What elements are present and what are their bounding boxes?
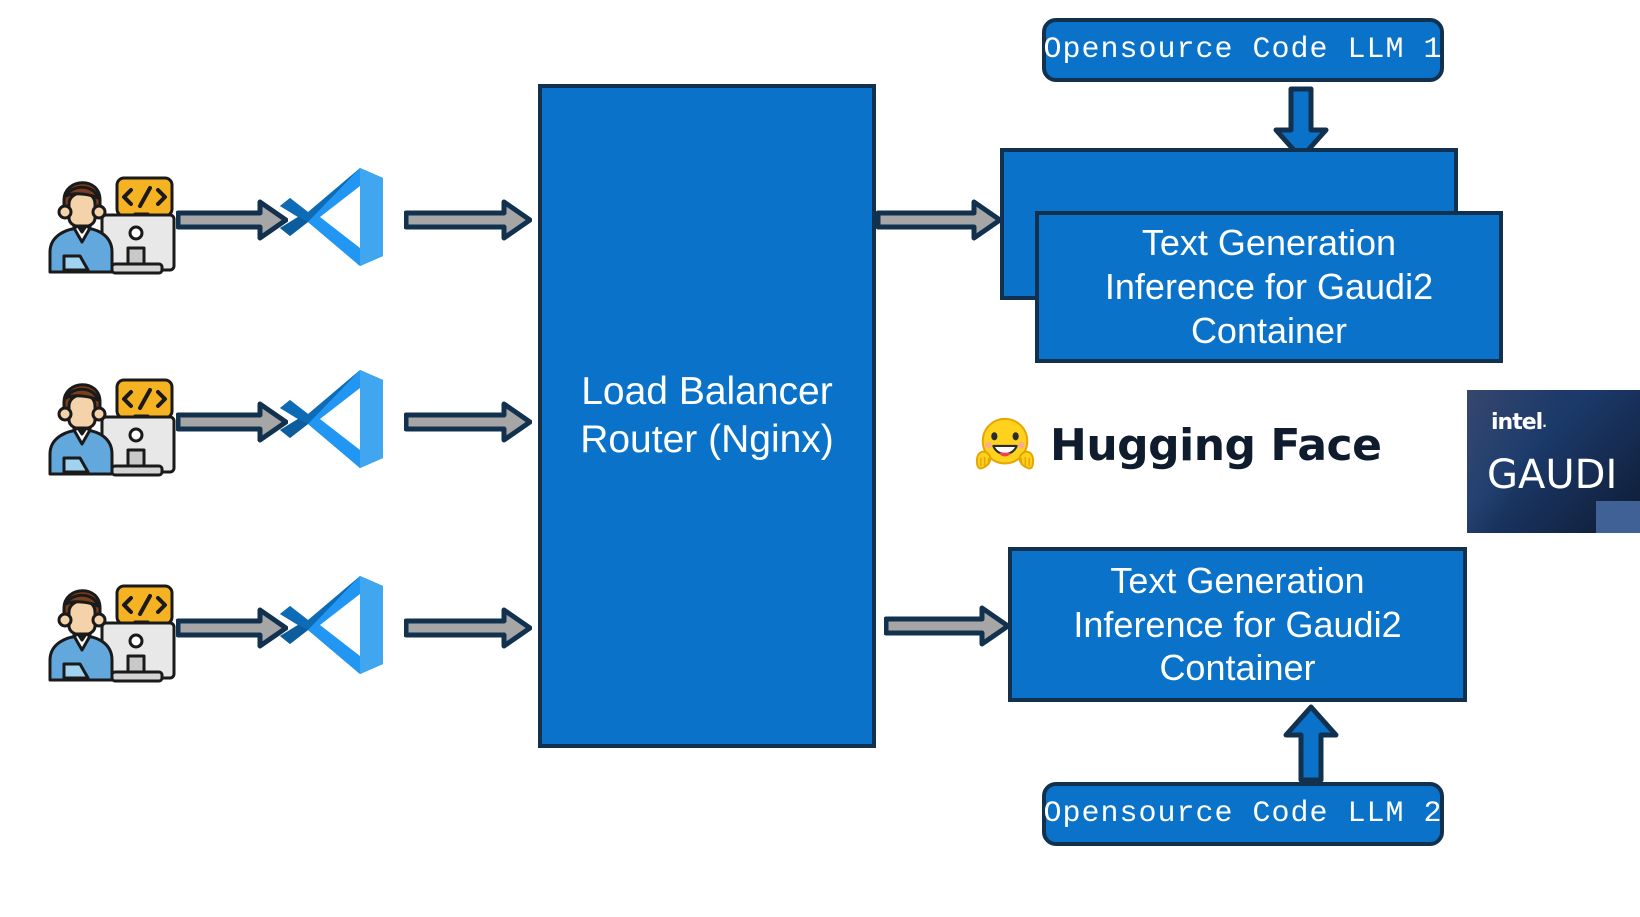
tgi-top-box[interactable]: Text Generation Inference for Gaudi2 Con… [1035, 211, 1503, 363]
arrow-editor2-to-balancer [404, 401, 532, 443]
arrow-dev1-to-editor [176, 199, 288, 241]
hugging-face-logo: Hugging Face [974, 414, 1382, 476]
intel-logo: intel. [1491, 410, 1547, 435]
vscode-icon-2 [278, 366, 388, 477]
developer-icon-2 [42, 362, 178, 485]
developer-icon-3 [42, 568, 178, 691]
intel-gaudi-badge: intel. GAUDI [1467, 390, 1640, 533]
arrow-editor3-to-balancer [404, 607, 532, 649]
arrow-balancer-to-tgi-bottom [884, 605, 1010, 647]
gaudi-label: GAUDI [1487, 452, 1618, 498]
arrow-dev3-to-editor [176, 607, 288, 649]
intel-label: intel [1491, 410, 1543, 435]
load-balancer-box[interactable]: Load Balancer Router (Nginx) [538, 84, 876, 748]
tgi-top-line2: Inference for Gaudi2 [1104, 266, 1434, 308]
hugging-face-emoji-icon [975, 417, 1035, 470]
hugging-face-label: Hugging Face [1050, 419, 1382, 471]
load-balancer-line2: Router (Nginx) [580, 418, 834, 461]
tgi-bottom-line3: Container [1159, 647, 1316, 689]
vscode-icon-3 [278, 572, 388, 683]
tgi-top-line3: Container [1190, 309, 1348, 351]
opensource-llm-1-box[interactable]: Opensource Code LLM 1 [1042, 18, 1444, 82]
opensource-llm-2-box[interactable]: Opensource Code LLM 2 [1042, 782, 1444, 846]
tgi-bottom-line2: Inference for Gaudi2 [1073, 603, 1402, 645]
tgi-bottom-box[interactable]: Text Generation Inference for Gaudi2 Con… [1008, 547, 1467, 702]
opensource-llm-2-label: Opensource Code LLM 2 [1043, 797, 1443, 831]
load-balancer-line1: Load Balancer [581, 370, 833, 414]
tgi-top-line1: Text Generation [1141, 222, 1397, 264]
vscode-icon-1 [278, 164, 388, 275]
arrow-editor1-to-balancer [404, 199, 532, 241]
developer-icon-1 [42, 160, 178, 283]
arrow-balancer-to-tgi-top [876, 199, 1002, 241]
tgi-bottom-line1: Text Generation [1110, 559, 1365, 601]
arrow-llm2-up-icon [1283, 704, 1339, 783]
arrow-dev2-to-editor [176, 401, 288, 443]
arrow-llm1-down-icon [1273, 86, 1329, 161]
gaudi-chip-accent [1596, 501, 1640, 533]
opensource-llm-1-label: Opensource Code LLM 1 [1043, 33, 1443, 67]
intel-registered-mark: . [1542, 416, 1546, 430]
